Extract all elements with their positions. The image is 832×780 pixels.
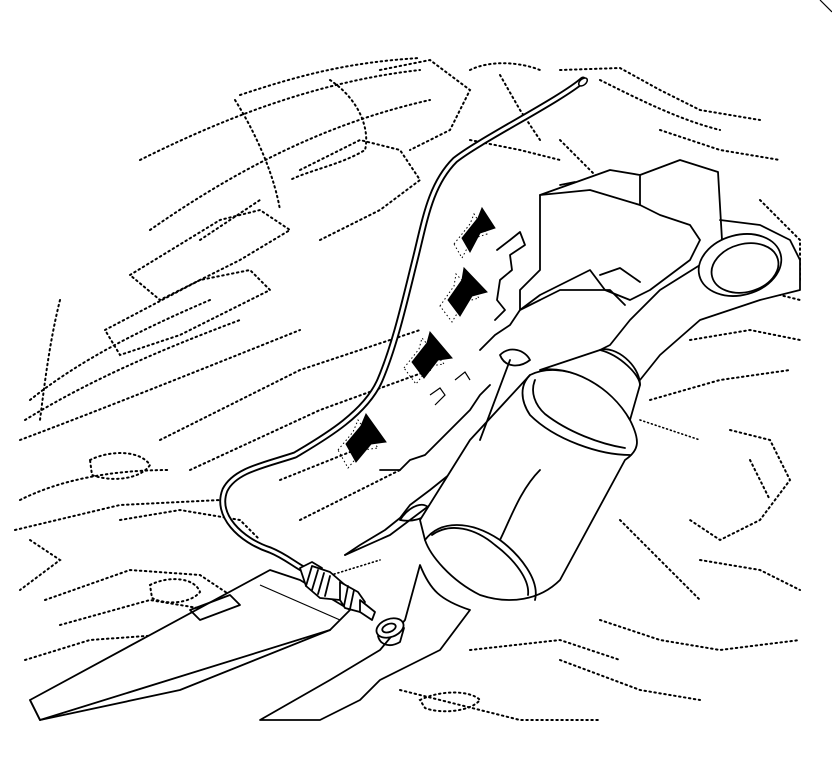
shield-housing xyxy=(519,169,701,311)
corner-mark xyxy=(819,0,832,13)
callout-arrow-3 xyxy=(411,330,453,379)
callout-arrow-1 xyxy=(461,206,496,254)
callout-arrow-4 xyxy=(345,412,387,463)
exhaust-assembly xyxy=(29,159,801,721)
oxygen-sensor-icon xyxy=(299,561,405,647)
callout-arrows xyxy=(337,206,496,469)
callout-arrow-2 xyxy=(447,266,488,317)
exhaust-pipe-front xyxy=(259,564,471,721)
pipe-flange-ring xyxy=(697,233,783,297)
oxygen-sensor-group xyxy=(219,76,589,647)
